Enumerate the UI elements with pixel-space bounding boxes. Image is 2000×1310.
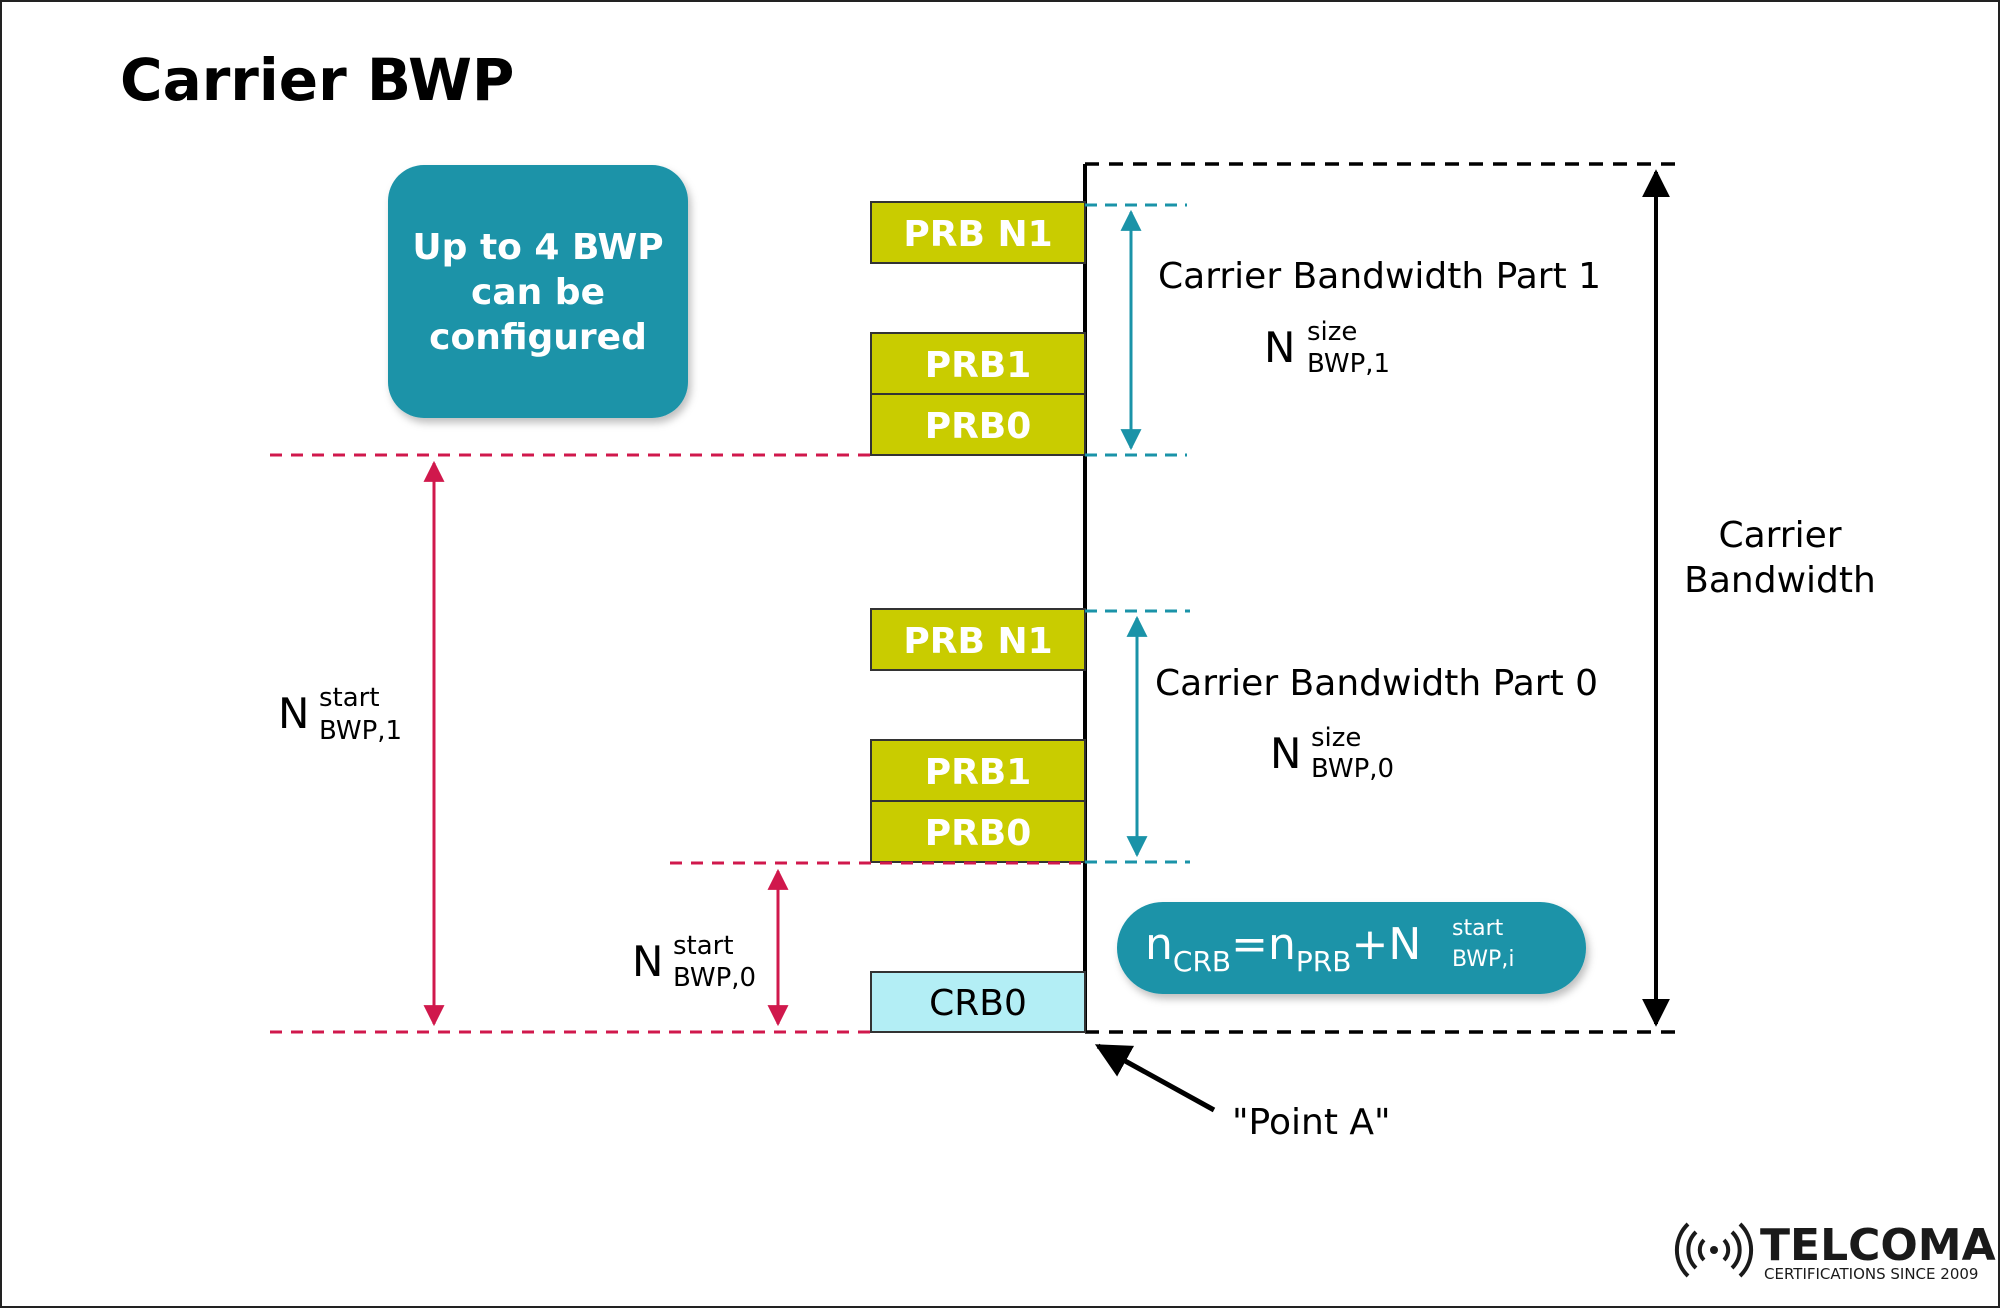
bwp0-start-sup: start — [673, 931, 734, 961]
crb0-block — [870, 971, 1086, 1033]
bwp0-start-symbol: N start BWP,0 — [632, 931, 756, 993]
bwp0-size-symbol: N size BWP,0 — [1270, 723, 1394, 784]
bwp1-prb-n1 — [870, 201, 1086, 264]
page-title: Carrier BWP — [120, 46, 514, 114]
logo-tagline: CERTIFICATIONS SINCE 2009 — [1764, 1265, 1978, 1283]
note-line-3: configured — [429, 317, 647, 358]
carrier-bandwidth-label-2: Bandwidth — [1684, 560, 1876, 601]
bwp0-size-sup: size — [1311, 723, 1361, 753]
telcoma-logo: TELCOMA CERTIFICATIONS SINCE 2009 — [1674, 1220, 1996, 1283]
bwp0-size-sub: BWP,0 — [1311, 754, 1394, 784]
bwp1-prb0 — [870, 393, 1086, 456]
bwp0-blocks: PRB N1 PRB1 PRB0 — [870, 608, 1086, 863]
bwp1-blocks: PRB N1 PRB1 PRB0 — [870, 201, 1086, 456]
note-box: Up to 4 BWP can be configured — [388, 165, 688, 418]
crb0-label: CRB0 — [929, 983, 1027, 1024]
carrier-bandwidth-label-1: Carrier — [1718, 515, 1841, 556]
bwp0-prb-n1 — [870, 608, 1086, 671]
signal-icon — [1674, 1222, 1754, 1278]
point-a-arrow — [1094, 1043, 1216, 1113]
note-line-1: Up to 4 BWP — [412, 227, 663, 268]
bwp0-prb0 — [870, 800, 1086, 863]
bwp1-size-sub: BWP,1 — [1307, 349, 1390, 379]
bwp1-start-sup: start — [319, 683, 380, 713]
bwp1-start-sub: BWP,1 — [319, 716, 402, 746]
bwp1-size-base: N — [1264, 323, 1295, 372]
formula-box-bg — [1117, 902, 1586, 994]
note-line-2: can be — [471, 272, 605, 313]
bwp0-start-sub: BWP,0 — [673, 963, 756, 993]
bwp0-start-base: N — [632, 937, 663, 986]
bwp0-prb0-label: PRB0 — [925, 813, 1032, 854]
bwp1-size-sup: size — [1307, 317, 1357, 347]
bwp1-prb0-label: PRB0 — [925, 406, 1032, 447]
formula-text: nCRB=nPRB+N — [1145, 919, 1421, 978]
bwp1-size-symbol: N size BWP,1 — [1264, 317, 1390, 379]
bwp1-prb-n1-label: PRB N1 — [903, 214, 1052, 255]
bwp0-prb1-label: PRB1 — [925, 752, 1032, 793]
logo-name: TELCOMA — [1760, 1220, 1996, 1271]
point-a-label: "Point A" — [1232, 1102, 1391, 1143]
bwp1-start-base: N — [278, 689, 309, 738]
bwp0-prb-n1-label: PRB N1 — [903, 621, 1052, 662]
bwp1-start-symbol: N start BWP,1 — [278, 683, 402, 746]
formula-sup: start — [1452, 916, 1504, 941]
formula-sub: BWP,i — [1452, 947, 1514, 972]
bwp1-label: Carrier Bandwidth Part 1 — [1158, 256, 1601, 297]
note-box-bg — [388, 165, 688, 418]
bwp1-prb1-label: PRB1 — [925, 345, 1032, 386]
bwp0-size-base: N — [1270, 729, 1301, 778]
formula-box: nCRB=nPRB+N start BWP,i — [1117, 902, 1586, 994]
bwp0-label: Carrier Bandwidth Part 0 — [1155, 663, 1598, 704]
